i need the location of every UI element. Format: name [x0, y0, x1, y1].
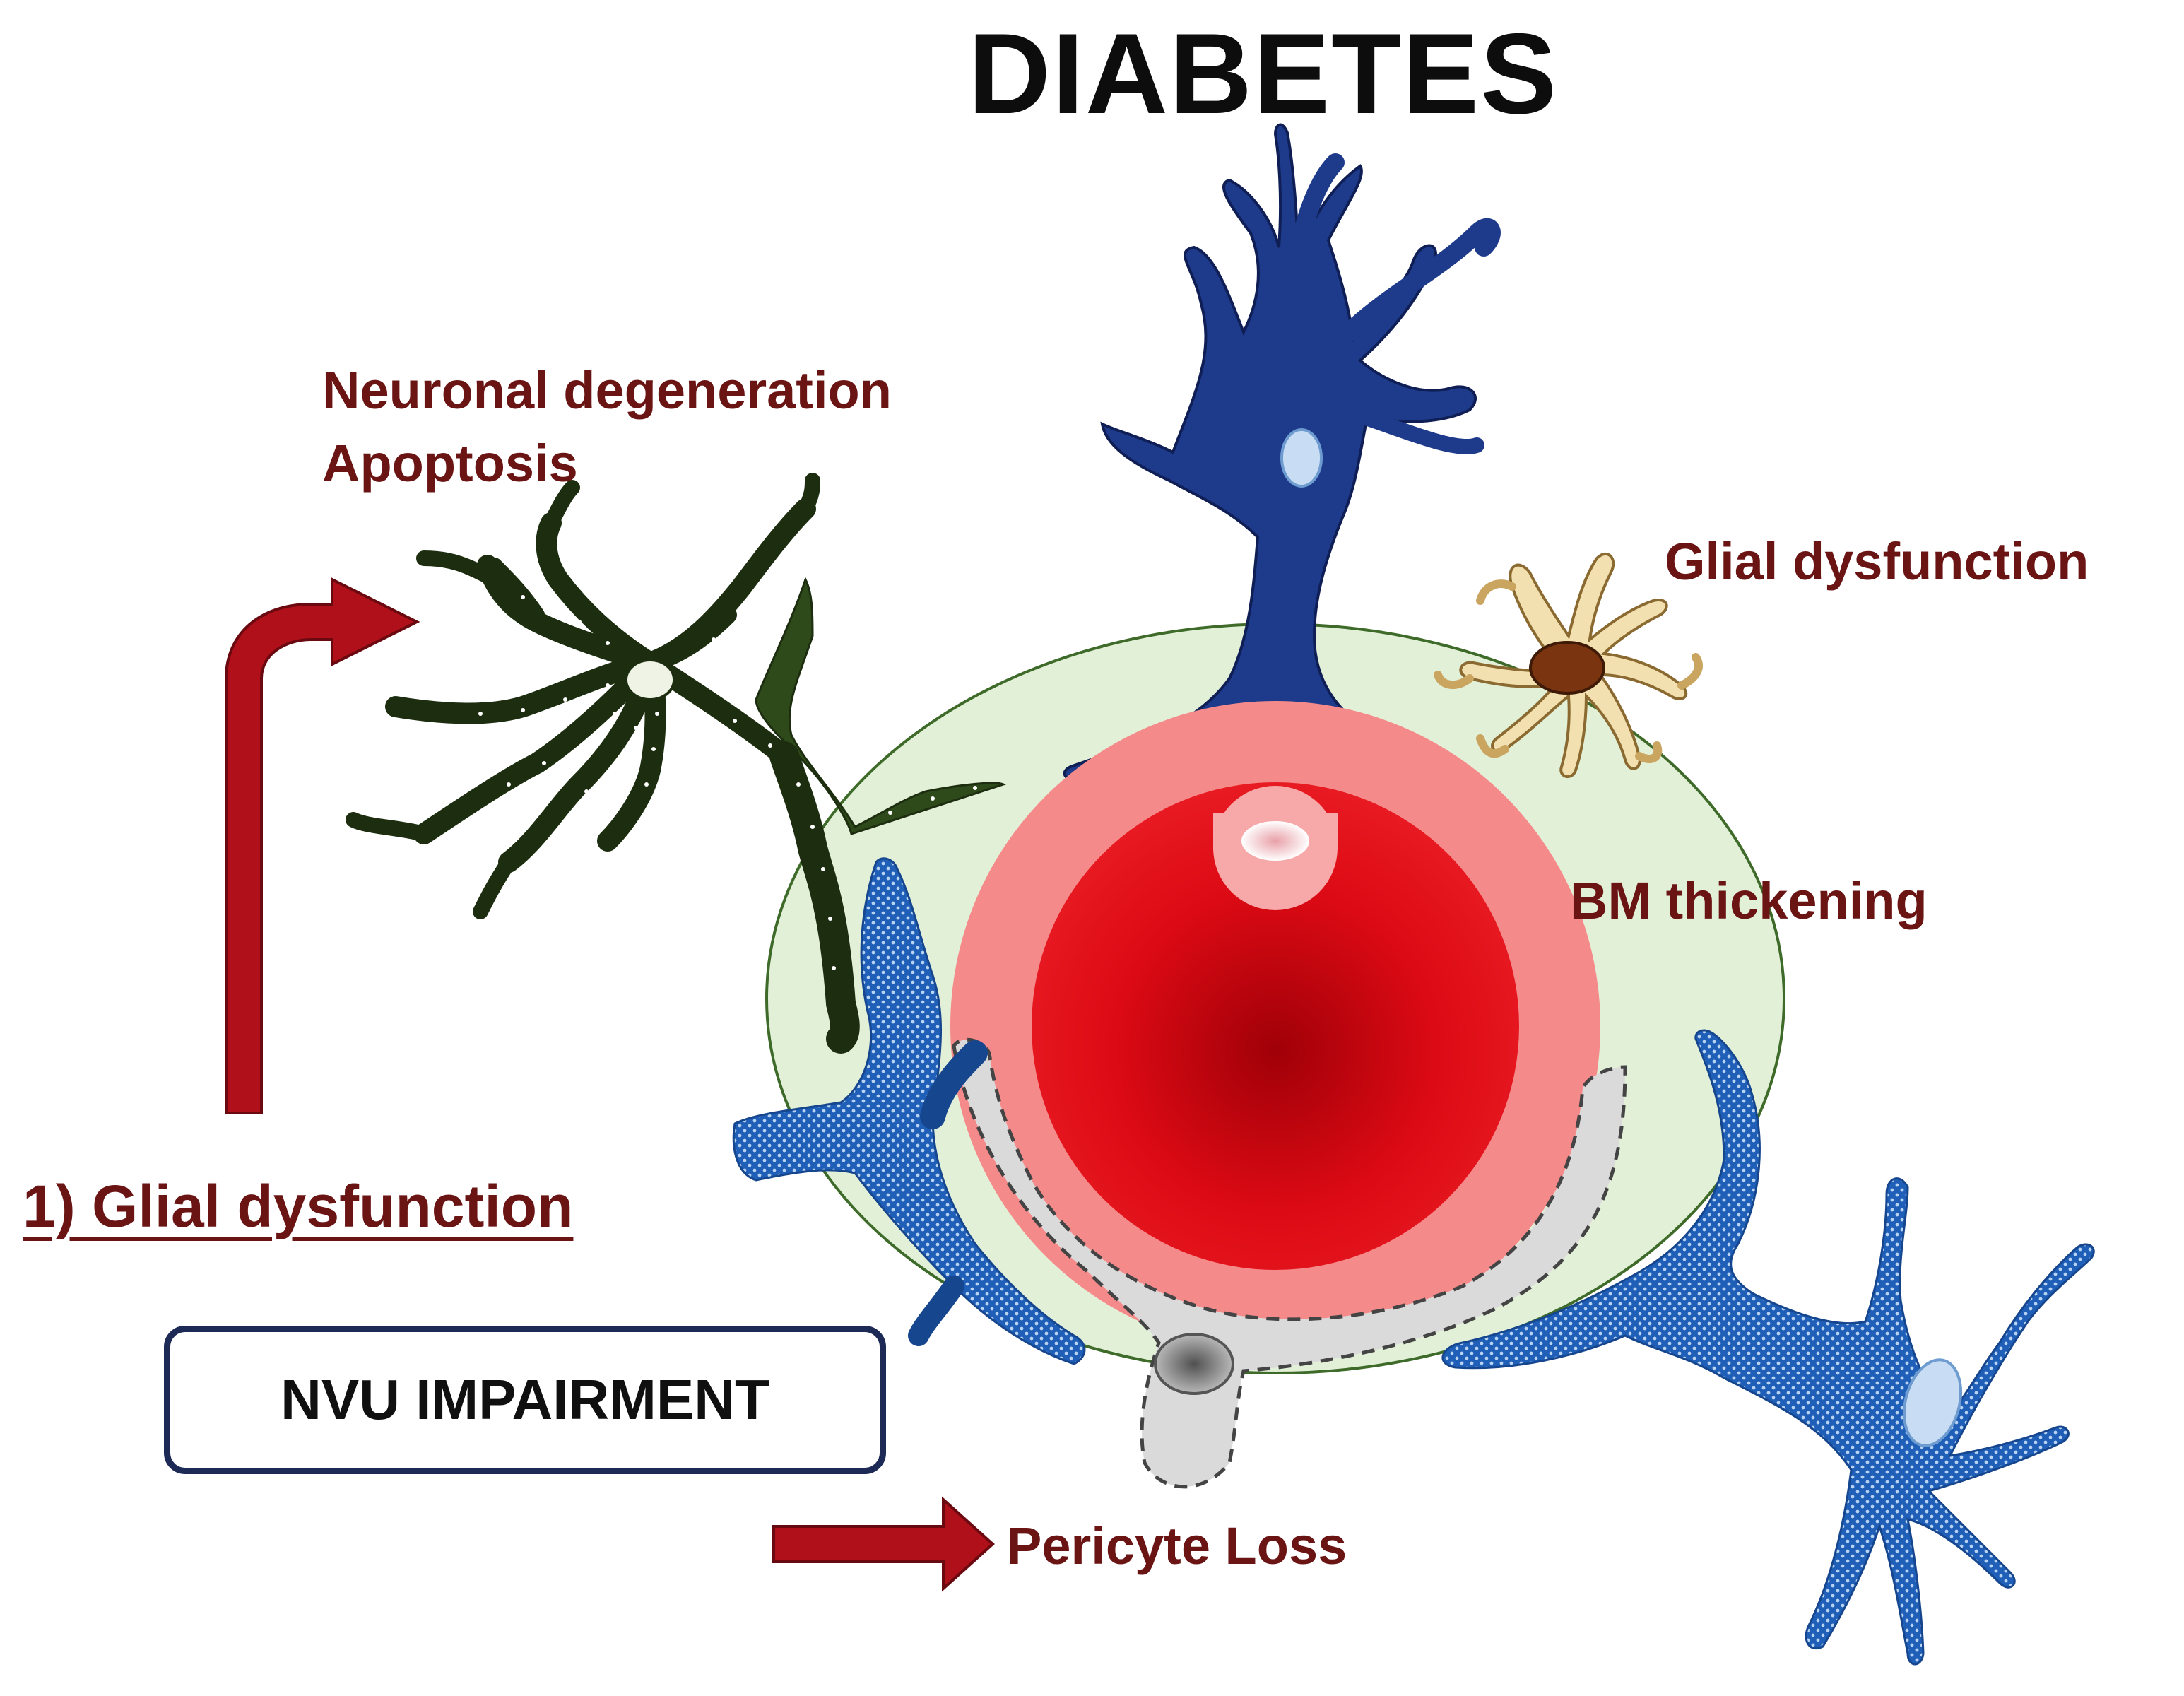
- neuron-nucleus: [1280, 428, 1323, 488]
- label-glial-dysfunction-numbered: 1) Glial dysfunction: [23, 1173, 574, 1239]
- label-apoptosis: Apoptosis: [322, 434, 578, 493]
- pericyte: [952, 1037, 1627, 1489]
- nvu-impairment-text: NVU IMPAIRMENT: [281, 1368, 769, 1431]
- label-glial-dysfunction: Glial dysfunction: [1665, 532, 2089, 591]
- green-neuron-speckles: [478, 577, 977, 970]
- endothelial-nucleus: [1241, 821, 1309, 861]
- astrocyte-right: [1441, 1029, 2095, 1666]
- label-neuronal-degeneration: Neuronal degeneration: [322, 361, 892, 420]
- glial-cell: [1434, 553, 1703, 778]
- nvu-impairment-box: NVU IMPAIRMENT: [164, 1326, 886, 1474]
- astrocyte-right-nucleus: [1902, 1358, 1963, 1447]
- green-neuron-nucleus: [625, 659, 675, 701]
- pericyte-nucleus: [1154, 1333, 1234, 1395]
- vessel-lumen: [1032, 782, 1519, 1270]
- glial-nucleus: [1529, 641, 1605, 695]
- label-bm-thickening: BM thickening: [1570, 871, 1928, 930]
- green-neuron: [346, 473, 1006, 1054]
- curved-arrow: [225, 577, 420, 1114]
- straight-arrow: [772, 1496, 995, 1592]
- astrocyte-endfoot-left: [732, 857, 1086, 1365]
- label-pericyte-loss: Pericyte Loss: [1007, 1517, 1347, 1575]
- diagram-title: DIABETES: [968, 10, 1559, 138]
